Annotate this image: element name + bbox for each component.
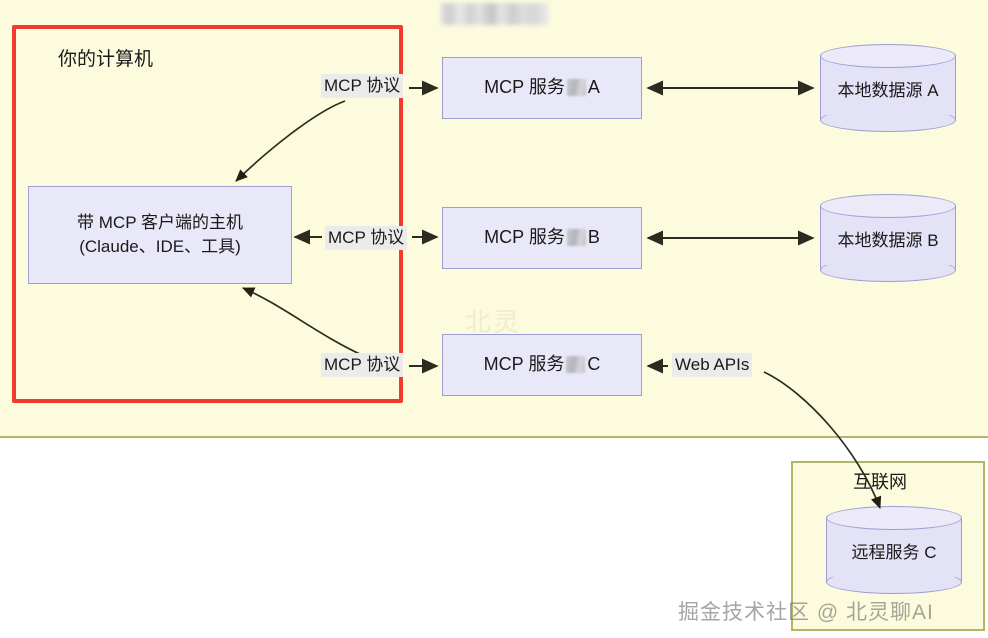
mcp-server-c-box[interactable]: MCP 服务 C bbox=[442, 334, 642, 396]
redacted-title-blur bbox=[441, 3, 549, 25]
mcp-server-a-prefix: MCP 服务 bbox=[484, 77, 565, 98]
mcp-server-c-prefix: MCP 服务 bbox=[483, 354, 565, 375]
redacted-character-icon bbox=[566, 229, 586, 247]
mcp-server-a-box[interactable]: MCP 服务 A bbox=[442, 57, 642, 119]
remote-service-c-label: 远程服务 C bbox=[851, 543, 937, 562]
center-watermark: 北灵 bbox=[465, 307, 522, 337]
mcp-server-b-label: MCP 服务 B bbox=[484, 225, 600, 251]
redacted-character-icon bbox=[566, 356, 586, 374]
local-datasource-b-label: 本地数据源 B bbox=[837, 231, 939, 250]
mcp-server-a-label: MCP 服务 A bbox=[484, 75, 600, 101]
internet-zone-label: 互联网 bbox=[853, 472, 907, 492]
cylinder-top-ellipse bbox=[820, 44, 956, 68]
cylinder-bottom-ellipse bbox=[826, 570, 962, 594]
footer-watermark: 掘金技术社区 @ 北灵聊AI bbox=[678, 601, 934, 624]
mcp-server-c-label: MCP 服务 C bbox=[484, 352, 601, 378]
cylinder-bottom-ellipse bbox=[820, 258, 956, 282]
mcp-server-b-prefix: MCP 服务 bbox=[484, 227, 565, 248]
host-box-line-1: 带 MCP 客户端的主机 bbox=[77, 212, 243, 232]
edge-label-protocol-2: MCP 协议 bbox=[325, 226, 408, 251]
host-with-mcp-client-box[interactable]: 带 MCP 客户端的主机 (Claude、IDE、工具) bbox=[28, 186, 292, 284]
local-datasource-a-cylinder[interactable]: 本地数据源 A bbox=[820, 44, 956, 132]
cylinder-top-ellipse bbox=[820, 194, 956, 218]
local-datasource-a-label: 本地数据源 A bbox=[837, 81, 939, 100]
mcp-server-c-suffix: C bbox=[587, 354, 601, 375]
edge-label-web-apis: Web APIs bbox=[672, 353, 753, 378]
mcp-server-b-suffix: B bbox=[587, 227, 600, 248]
cylinder-top-ellipse bbox=[826, 506, 962, 530]
cylinder-bottom-ellipse bbox=[820, 108, 956, 132]
your-computer-label: 你的计算机 bbox=[58, 49, 154, 70]
host-box-line-2: (Claude、IDE、工具) bbox=[79, 237, 241, 256]
mcp-server-a-suffix: A bbox=[587, 77, 600, 98]
remote-service-c-cylinder[interactable]: 远程服务 C bbox=[826, 506, 962, 594]
edge-label-protocol-3: MCP 协议 bbox=[321, 353, 404, 378]
redacted-character-icon bbox=[566, 79, 586, 97]
your-computer-boundary bbox=[12, 25, 403, 403]
mcp-server-b-box[interactable]: MCP 服务 B bbox=[442, 207, 642, 269]
edge-label-protocol-1: MCP 协议 bbox=[321, 74, 404, 99]
local-datasource-b-cylinder[interactable]: 本地数据源 B bbox=[820, 194, 956, 282]
